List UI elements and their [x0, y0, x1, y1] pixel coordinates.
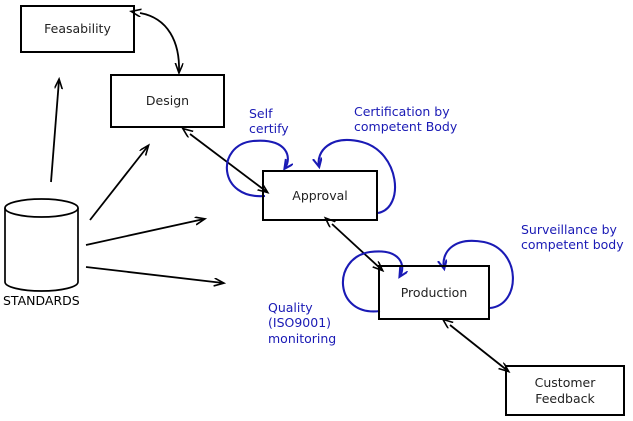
- loop-self-certify: [226, 139, 288, 198]
- loop-surveillance-competent-body: [444, 239, 514, 310]
- connector-standards-approval: [85, 219, 204, 246]
- node-customer-feedback-label: Customer Feedback: [534, 374, 596, 406]
- node-standards-label: STANDARDS: [3, 293, 80, 308]
- connector-standards-production: [85, 266, 223, 283]
- standards-cylinder-shape: [4, 198, 79, 292]
- connector-standards-design: [89, 146, 148, 221]
- annotation-surveillance-competent-body: Surveillance by competent body: [521, 222, 624, 253]
- annotation-self-certify: Self certify: [249, 106, 289, 137]
- connector-production-customer-feedback: [450, 325, 508, 371]
- node-design[interactable]: Design: [110, 74, 225, 128]
- node-approval-label: Approval: [292, 187, 348, 203]
- node-feasability[interactable]: Feasability: [20, 5, 135, 53]
- connector-standards-feasability: [50, 80, 59, 183]
- connector-design-feasability: [140, 13, 179, 72]
- node-design-label: Design: [145, 93, 190, 109]
- node-feasability-label: Feasability: [44, 21, 111, 37]
- annotation-quality-iso9001-monitoring: Quality (ISO9001) monitoring: [268, 300, 337, 346]
- node-customer-feedback[interactable]: Customer Feedback: [505, 365, 625, 416]
- node-approval[interactable]: Approval: [262, 170, 378, 221]
- connector-approval-production: [332, 224, 382, 270]
- node-production[interactable]: Production: [378, 265, 490, 320]
- connector-design-approval: [190, 134, 267, 192]
- loop-certification-competent-body: [319, 139, 397, 215]
- loop-quality-iso9001-monitoring: [341, 250, 402, 313]
- annotation-certification-competent-body: Certification by competent Body: [354, 104, 458, 135]
- node-production-label: Production: [400, 284, 468, 300]
